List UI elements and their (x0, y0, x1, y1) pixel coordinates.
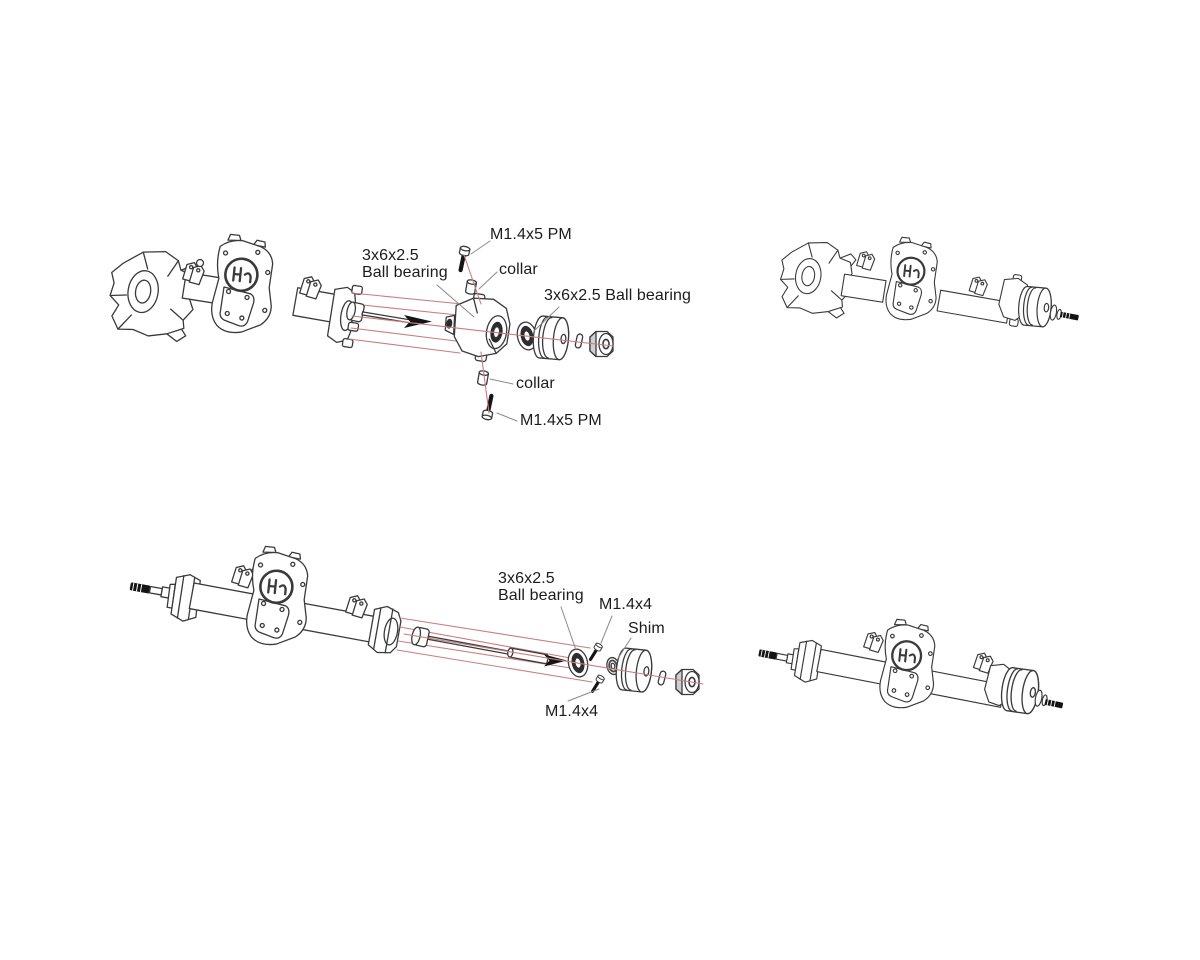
screw-part (454, 244, 471, 274)
link-mount-part (862, 630, 886, 654)
label-front-collar-top: collar (499, 261, 538, 278)
hex-nut-part (675, 668, 700, 696)
link-mount-part (855, 250, 877, 272)
front-axle-assembled-drawing (773, 235, 1079, 328)
rear-axle-assembled-drawing (758, 617, 1064, 716)
steering-knuckle-part (444, 292, 511, 363)
axle-tube-part (840, 273, 887, 303)
drive-hub-part (1016, 285, 1054, 328)
axle-tube-end-part (366, 603, 404, 657)
shaft-arrow-tip (404, 315, 432, 328)
diff-housing-part (876, 617, 942, 713)
red-guide-lines (348, 292, 468, 354)
link-mount-part (230, 563, 256, 590)
screw-part (481, 392, 498, 422)
shaft-arrow-tip (544, 654, 567, 667)
label-rear-screw-top: M1.4x4 (599, 596, 653, 613)
diff-housing-part (882, 235, 944, 324)
label-front-screw-top: M1.4x5 PM (490, 226, 572, 243)
cross-pin-part (574, 332, 584, 350)
collar-part (476, 369, 490, 387)
leader-lines (560, 606, 632, 702)
red-center-lines (351, 254, 614, 414)
label-front-collar-bottom: collar (516, 375, 555, 392)
leader-lines (436, 240, 560, 422)
axle-stub-part (1059, 311, 1079, 321)
drive-shaft-joint-part (507, 647, 549, 665)
link-mount-part (968, 275, 989, 297)
label-front-ball-bearing-right: 3x6x2.5 Ball bearing (544, 287, 691, 304)
screw-part (586, 641, 604, 664)
front-axle-exploded-drawing (101, 231, 614, 422)
label-rear-ball-bearing: 3x6x2.5 Ball bearing (498, 570, 584, 604)
label-front-screw-bottom: M1.4x5 PM (520, 412, 602, 429)
label-front-ball-bearing-left: 3x6x2.5 Ball bearing (362, 247, 448, 281)
label-rear-screw-bottom: M1.4x4 (545, 703, 599, 720)
diff-housing-part (243, 543, 315, 650)
red-center-lines (403, 633, 704, 685)
label-rear-shim: Shim (628, 620, 665, 637)
rear-axle-exploded-drawing (129, 543, 704, 702)
link-ball-part (195, 258, 205, 268)
axle-stub-part (1044, 699, 1064, 709)
diff-housing-part (208, 231, 280, 338)
